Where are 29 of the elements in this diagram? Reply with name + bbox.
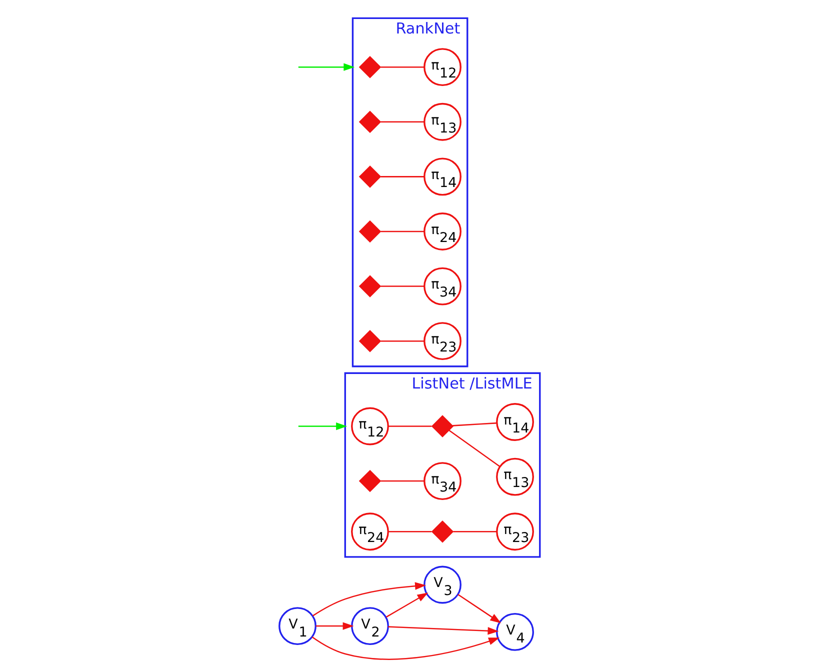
node-diamond bbox=[358, 56, 382, 78]
connector bbox=[380, 230, 424, 232]
arrow bbox=[312, 636, 500, 660]
connector bbox=[452, 422, 497, 426]
node-diamond bbox=[358, 166, 382, 188]
arrow bbox=[312, 582, 426, 616]
connector bbox=[380, 286, 424, 287]
node-diamond bbox=[358, 330, 382, 352]
arrow bbox=[316, 622, 354, 630]
arrow bbox=[386, 592, 428, 618]
connector bbox=[380, 340, 424, 342]
node-diamond bbox=[358, 275, 382, 298]
connector bbox=[448, 430, 500, 468]
connector bbox=[380, 480, 424, 482]
node-diamond bbox=[358, 110, 382, 134]
arrow bbox=[298, 63, 355, 71]
arrow bbox=[388, 626, 499, 635]
connector bbox=[388, 530, 432, 532]
node-diamond bbox=[431, 415, 454, 438]
connector bbox=[453, 530, 497, 532]
arrow bbox=[298, 422, 348, 430]
arrow bbox=[458, 594, 502, 624]
node-diamond bbox=[358, 220, 382, 243]
node-diamond bbox=[358, 470, 382, 492]
connector bbox=[380, 176, 424, 178]
node-diamond bbox=[431, 520, 454, 543]
connector bbox=[380, 66, 424, 68]
connector bbox=[388, 426, 432, 427]
connector bbox=[380, 121, 424, 123]
